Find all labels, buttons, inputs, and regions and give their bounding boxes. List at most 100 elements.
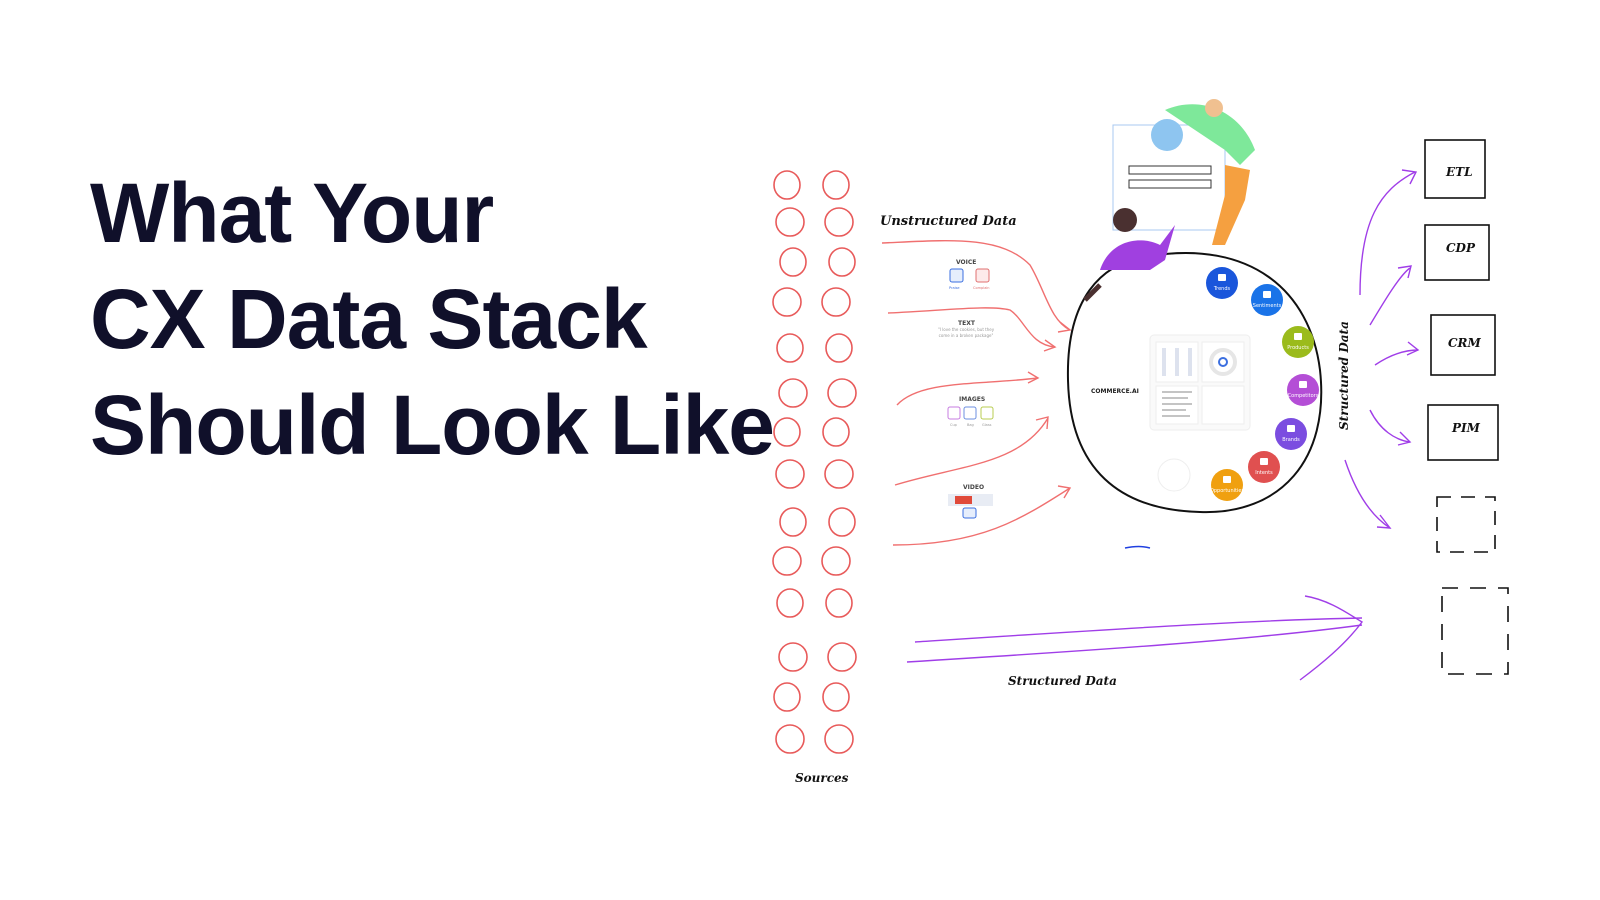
node-icon bbox=[1223, 476, 1231, 483]
source-circles bbox=[772, 170, 857, 754]
cup-icon bbox=[947, 406, 961, 420]
node-label: Products bbox=[1287, 345, 1309, 351]
insight-node-sentiments: Sentiments bbox=[1251, 284, 1283, 316]
audio-wave-icon bbox=[962, 507, 977, 519]
node-icon bbox=[1294, 333, 1302, 340]
outgoing-arrows bbox=[906, 169, 1420, 681]
dashboard-card bbox=[1149, 334, 1251, 431]
node-label: Intents bbox=[1255, 470, 1273, 476]
title-line: Should Look Like bbox=[90, 378, 775, 472]
bag-icon bbox=[963, 406, 977, 420]
crm-label: CRM bbox=[1448, 336, 1482, 350]
insight-node-competitors: Competitors bbox=[1287, 374, 1319, 406]
source-circle bbox=[773, 682, 801, 712]
voice-label: VOICE bbox=[956, 259, 976, 266]
structured-data-side-label: Structured Data bbox=[1337, 321, 1351, 430]
glass-icon bbox=[980, 406, 994, 420]
image-caption: Bag bbox=[967, 423, 974, 427]
pim-box bbox=[1427, 404, 1499, 461]
arrow-text bbox=[887, 307, 1056, 348]
cdp-label: CDP bbox=[1446, 241, 1476, 255]
title-line: What Your bbox=[90, 166, 494, 260]
node-label: Sentiments bbox=[1253, 303, 1282, 309]
node-label: Trends bbox=[1213, 286, 1231, 292]
insight-nodes: TrendsSentimentsProductsCompetitorsBrand… bbox=[1206, 267, 1319, 501]
source-circle bbox=[773, 170, 801, 200]
commerce-ai-logo: COMMERCE.AI bbox=[1091, 388, 1139, 395]
arrow-voice bbox=[881, 240, 1071, 331]
praise-label: Praise bbox=[949, 286, 960, 290]
source-circle bbox=[822, 417, 850, 447]
insight-node-opportunities: Opportunities bbox=[1210, 469, 1245, 501]
source-circle bbox=[827, 378, 857, 408]
crm-box bbox=[1430, 314, 1496, 376]
source-circle bbox=[776, 588, 804, 618]
insight-node-brands: Brands bbox=[1275, 418, 1307, 450]
source-circle bbox=[775, 207, 805, 237]
text-quote: "I love the cookies, but they come in a … bbox=[937, 327, 995, 338]
source-circle bbox=[828, 507, 856, 537]
source-circle bbox=[778, 642, 808, 672]
node-icon bbox=[1260, 458, 1268, 465]
destination-boxes bbox=[1424, 139, 1509, 675]
source-circle bbox=[821, 546, 851, 576]
insight-node-trends: Trends bbox=[1206, 267, 1238, 299]
source-circle bbox=[772, 287, 802, 317]
source-circle bbox=[821, 287, 851, 317]
cdp-box bbox=[1424, 224, 1490, 281]
node-icon bbox=[1299, 381, 1307, 388]
image-caption: Glass bbox=[982, 423, 992, 427]
pen-mark bbox=[1124, 545, 1151, 549]
insight-node-products: Products bbox=[1282, 326, 1314, 358]
source-circle bbox=[825, 588, 853, 618]
praise-wave-icon bbox=[949, 268, 964, 283]
node-label: Brands bbox=[1282, 437, 1300, 443]
source-circle bbox=[778, 378, 808, 408]
report-icon bbox=[1157, 458, 1191, 492]
source-circle bbox=[824, 459, 854, 489]
arrow-video bbox=[894, 417, 1049, 486]
image-caption: Cup bbox=[950, 423, 958, 427]
text-label: TEXT bbox=[958, 320, 976, 327]
node-icon bbox=[1263, 291, 1271, 298]
source-circle bbox=[827, 642, 857, 672]
source-circle bbox=[825, 333, 853, 363]
source-circle bbox=[779, 507, 807, 537]
etl-box bbox=[1424, 139, 1486, 199]
source-circle bbox=[824, 724, 854, 754]
platform-blob bbox=[1066, 252, 1323, 514]
source-circle bbox=[776, 333, 804, 363]
structured-data-label: Structured Data bbox=[1008, 674, 1117, 688]
node-label: Opportunities bbox=[1210, 488, 1245, 494]
pim-label: PIM bbox=[1451, 421, 1481, 435]
source-circle bbox=[822, 682, 850, 712]
people-illustration bbox=[1083, 99, 1255, 302]
node-icon bbox=[1287, 425, 1295, 432]
arrow-images bbox=[896, 377, 1039, 406]
complain-wave-icon bbox=[975, 268, 990, 283]
source-circle bbox=[779, 247, 807, 277]
incoming-arrows bbox=[881, 240, 1072, 546]
source-circle bbox=[773, 417, 801, 447]
arrow-fifth bbox=[892, 487, 1071, 546]
unstructured-label: Unstructured Data bbox=[880, 214, 1017, 229]
images-label: IMAGES bbox=[959, 396, 985, 403]
empty-box bbox=[1441, 587, 1509, 675]
node-label: Competitors bbox=[1288, 393, 1319, 399]
video-label: VIDEO bbox=[963, 484, 984, 491]
etl-label: ETL bbox=[1445, 165, 1473, 179]
insight-node-intents: Intents bbox=[1248, 451, 1280, 483]
source-circle bbox=[824, 207, 854, 237]
play-icon bbox=[955, 496, 972, 504]
source-circle bbox=[822, 170, 850, 200]
empty-box bbox=[1436, 496, 1496, 553]
node-icon bbox=[1218, 274, 1226, 281]
sources-label: Sources bbox=[795, 771, 849, 785]
page-title: What Your CX Data Stack Should Look Like bbox=[90, 160, 775, 478]
source-circle bbox=[772, 546, 802, 576]
source-circle bbox=[828, 247, 856, 277]
complain-label: Complain bbox=[973, 286, 990, 290]
source-circle bbox=[775, 459, 805, 489]
source-circle bbox=[775, 724, 805, 754]
